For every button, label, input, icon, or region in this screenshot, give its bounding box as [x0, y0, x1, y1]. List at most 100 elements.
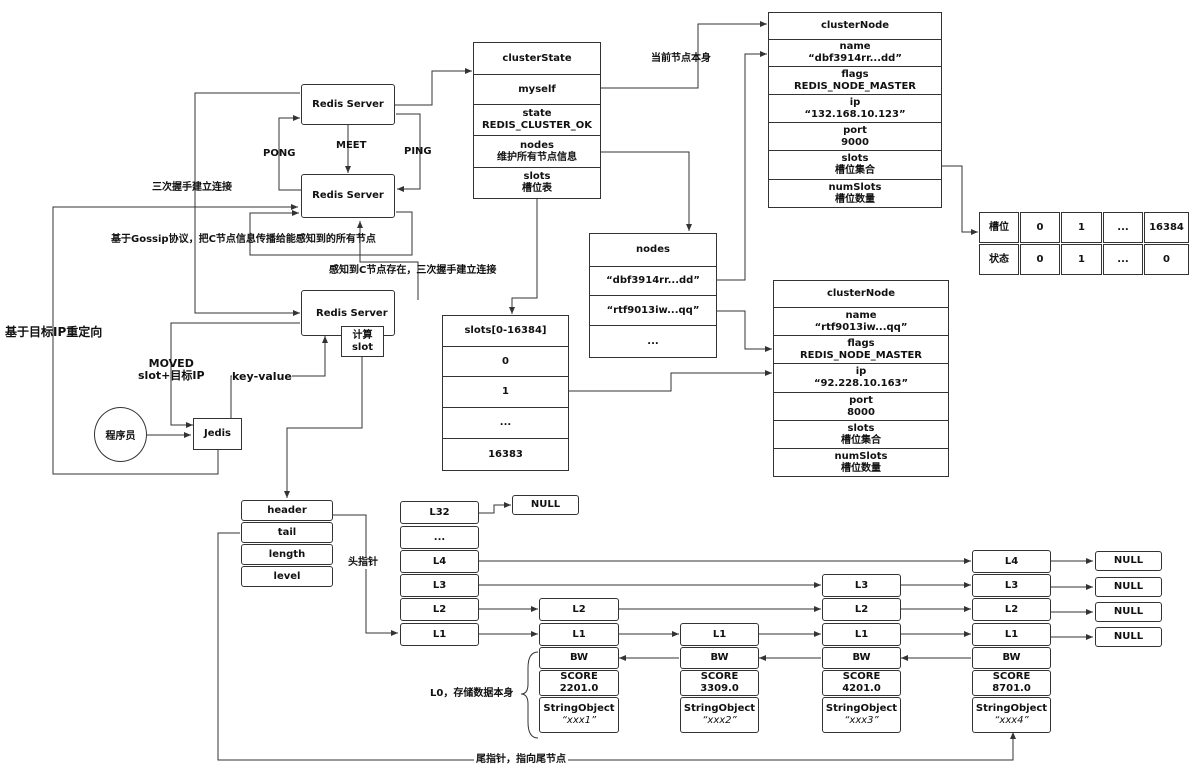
- bitmap-r1-c4: ...: [1103, 212, 1143, 243]
- clusterstate-slots-key: slots: [523, 171, 551, 182]
- clusterstate-title: clusterState: [473, 42, 601, 75]
- bitmap-r1-c3: 1: [1061, 212, 1102, 243]
- bitmap-r1-c3-text: 1: [1078, 221, 1085, 233]
- moved-label: MOVED slot+目标IP: [138, 357, 205, 382]
- null-head-l32: NULL: [512, 495, 579, 515]
- arrow-pong: [278, 115, 301, 191]
- clusternode1-slots-key: slots: [841, 153, 869, 164]
- node2-object-val: “xxx2”: [702, 715, 737, 726]
- node4-level-l2: L2: [972, 598, 1051, 621]
- bitmap-r1-c2-text: 0: [1036, 221, 1044, 233]
- bitmap-r1-c4-text: ...: [1117, 221, 1129, 233]
- clusternode2-flags-val: REDIS_NODE_MASTER: [799, 349, 922, 361]
- bitmap-r2-c2: 0: [1020, 244, 1060, 275]
- bitmap-r2-c5: 0: [1144, 244, 1189, 275]
- slots-array-item-1-text: 1: [502, 386, 509, 397]
- skiplist-header: header: [241, 500, 333, 521]
- node3-bw-text: BW: [852, 652, 871, 663]
- clusternode2-slots-key: slots: [847, 422, 875, 434]
- node1-level-l2-text: L2: [572, 603, 586, 615]
- node2-level-l1-text: L1: [712, 628, 727, 640]
- clusternode1-slots-val: 槽位集合: [835, 165, 875, 176]
- clusterstate-title-text: clusterState: [502, 52, 572, 64]
- jedis-label: Jedis: [203, 428, 232, 439]
- clusterstate-nodes-key: nodes: [520, 139, 554, 151]
- handshake-label: 三次握手建立连接: [152, 182, 232, 193]
- skiplist-length: length: [241, 544, 333, 565]
- nodes-dict-more: ...: [589, 325, 717, 358]
- skiplist-tail: tail: [241, 522, 333, 543]
- node3-level-l3-text: L3: [854, 579, 869, 591]
- redis-server-b-label: Redis Server: [312, 190, 384, 201]
- redis-server-a: Redis Server: [301, 84, 395, 125]
- skiplist-header-text: header: [267, 504, 307, 516]
- l0-brace: [520, 651, 539, 739]
- slots-array-item-3: 16383: [442, 438, 569, 471]
- nodes-dict-entry-2-text: “rtf9013iw...qq”: [606, 304, 700, 316]
- arrow-ping: [396, 113, 421, 192]
- node1-object-val: “xxx1”: [561, 715, 597, 726]
- node4-level-l2-text: L2: [1004, 603, 1019, 615]
- node3-object-val: “xxx3”: [844, 715, 879, 726]
- calc-slot-box: 计算 slot: [341, 326, 384, 357]
- head-level-l2: L2: [400, 598, 479, 621]
- node2-level-l1: L1: [680, 623, 759, 646]
- arrow-moved: [170, 322, 300, 428]
- bitmap-r1-c1-text: 槽位: [989, 221, 1009, 233]
- bitmap-r2-c3: 1: [1061, 244, 1102, 275]
- node4-bw: BW: [972, 647, 1051, 669]
- slots-array-item-1: 1: [442, 376, 569, 408]
- skiplist-length-text: length: [268, 548, 306, 560]
- clusterstate-nodes-val: 维护所有节点信息: [497, 151, 577, 163]
- node4-score-val: 8701.0: [992, 683, 1031, 694]
- node1-bw: BW: [539, 647, 619, 669]
- bitmap-r1-c5: 16384: [1144, 212, 1189, 243]
- node4-level-l1: L1: [972, 623, 1051, 646]
- head-level-l3: L3: [400, 574, 479, 597]
- ping-label: PING: [404, 146, 432, 157]
- head-level-l3-text: L3: [432, 579, 447, 591]
- node3-level-l3: L3: [822, 574, 901, 597]
- head-level-l2-text: L2: [432, 603, 447, 615]
- clusternode2-port-val: 8000: [847, 406, 875, 418]
- bitmap-r2-c4-text: ...: [1117, 253, 1129, 265]
- jedis-client: Jedis: [193, 418, 242, 450]
- node3-level-l2: L2: [822, 598, 901, 621]
- bitmap-r2-c1: 状态: [979, 244, 1019, 275]
- clusternode1-name-key: name: [839, 41, 871, 52]
- slots-array-title-text: slots[0-16384]: [464, 325, 547, 336]
- arrow-nodes-to-dict: [601, 151, 692, 231]
- head-level-dots-text: ...: [433, 531, 446, 543]
- node4-bw-text: BW: [1002, 652, 1021, 663]
- node4-level-l1-text: L1: [1004, 628, 1019, 640]
- bitmap-r1-c2: 0: [1020, 212, 1060, 243]
- node4-score-key: SCORE: [992, 671, 1031, 682]
- clusternode1-ip-key: ip: [849, 96, 861, 108]
- sense-c-label: 感知到C节点存在，三次握手建立连接: [329, 265, 497, 276]
- arrow-sense-c: [357, 221, 419, 300]
- head-level-l1-text: L1: [432, 628, 447, 640]
- node4-level-l3-text: L3: [1004, 579, 1019, 591]
- tail-ptr-label: 尾指针，指向尾节点: [474, 754, 568, 766]
- arrow-dict1-to-node1: [717, 51, 767, 281]
- arrow-slots-to-array: [509, 199, 538, 314]
- slots-array-item-2-text: ...: [499, 417, 512, 428]
- clusternode1-port-key: port: [843, 124, 867, 136]
- clusternode2-name: name“rtf9013iw...qq”: [773, 307, 949, 336]
- null-head-l32-text: NULL: [530, 499, 561, 510]
- clusternode1-port-val: 9000: [841, 136, 869, 148]
- slots-array-item-0: 0: [442, 346, 569, 377]
- node3-level-l2-text: L2: [854, 603, 869, 615]
- node1-level-l1-text: L1: [572, 628, 586, 640]
- node2-bw-text: BW: [710, 652, 729, 663]
